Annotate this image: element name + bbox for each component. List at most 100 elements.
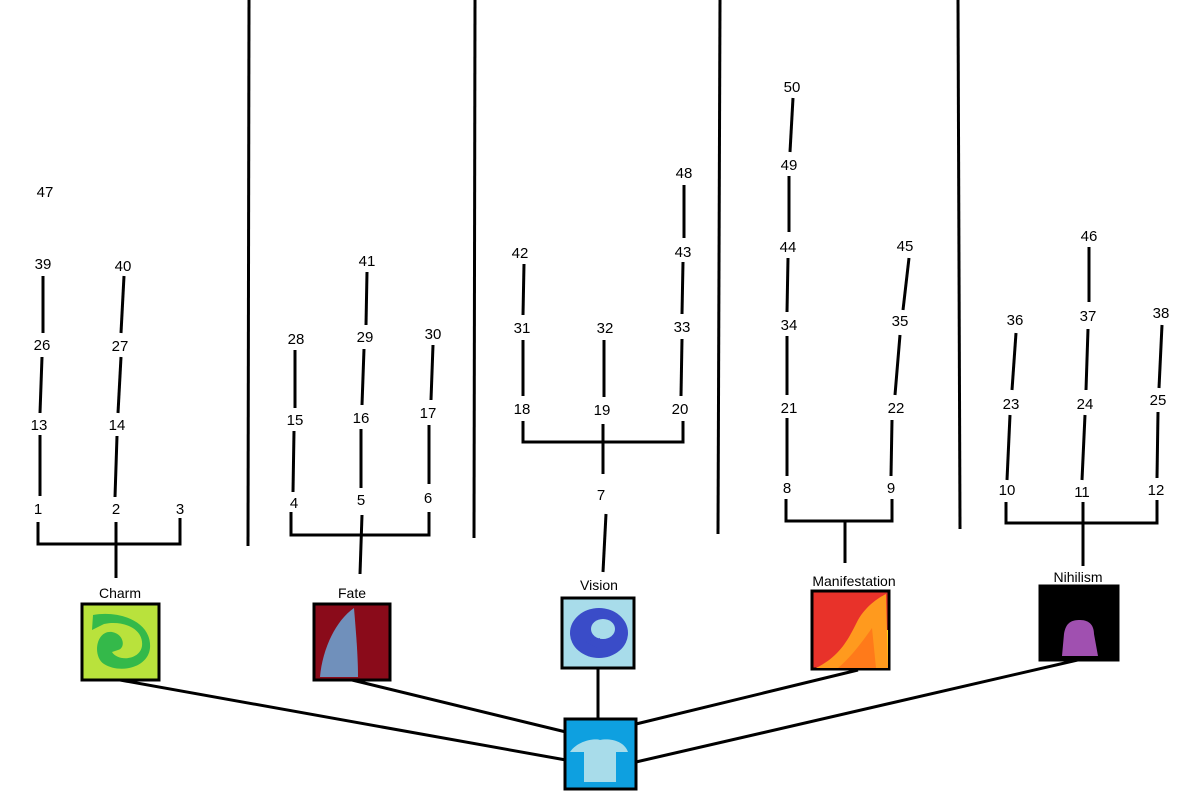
node-5[interactable]: 5 xyxy=(357,492,365,509)
segment xyxy=(429,344,435,401)
school-label-fate: Fate xyxy=(338,585,366,601)
segment xyxy=(119,275,126,334)
node-33[interactable]: 33 xyxy=(674,319,691,336)
connector-line xyxy=(635,657,1083,764)
node-20[interactable]: 20 xyxy=(672,401,689,418)
node-16[interactable]: 16 xyxy=(353,410,370,427)
segment xyxy=(1005,414,1012,481)
school-label-nihilism: Nihilism xyxy=(1054,569,1103,585)
node-49[interactable]: 49 xyxy=(781,157,798,174)
charm-icon[interactable] xyxy=(80,602,161,682)
segment xyxy=(679,338,684,397)
connector-line xyxy=(635,668,859,726)
bracket-charm xyxy=(36,518,182,546)
node-31[interactable]: 31 xyxy=(514,320,531,337)
node-50[interactable]: 50 xyxy=(784,79,801,96)
node-18[interactable]: 18 xyxy=(514,401,531,418)
column-separators xyxy=(246,0,962,547)
segment xyxy=(1080,414,1087,481)
node-8[interactable]: 8 xyxy=(783,480,791,497)
fate-icon[interactable] xyxy=(312,602,392,682)
node-15[interactable]: 15 xyxy=(287,412,304,429)
school-labels: Charm Fate Vision Manifestation Nihilism xyxy=(99,569,1103,601)
node-9[interactable]: 9 xyxy=(887,480,895,497)
school-label-charm: Charm xyxy=(99,585,141,601)
node-3[interactable]: 3 xyxy=(176,501,184,518)
school-label-manifestation: Manifestation xyxy=(812,573,895,589)
node-34[interactable]: 34 xyxy=(781,317,798,334)
stem-vision-lower xyxy=(601,513,608,573)
node-35[interactable]: 35 xyxy=(892,313,909,330)
node-28[interactable]: 28 xyxy=(288,331,305,348)
node-40[interactable]: 40 xyxy=(115,258,132,275)
connector-line xyxy=(119,678,567,762)
node-46[interactable]: 46 xyxy=(1081,228,1098,245)
node-2[interactable]: 2 xyxy=(112,501,120,518)
node-19[interactable]: 19 xyxy=(594,402,611,419)
node-22[interactable]: 22 xyxy=(888,400,905,417)
segment xyxy=(901,257,911,311)
segment xyxy=(788,97,795,153)
node-21[interactable]: 21 xyxy=(781,400,798,417)
node-11[interactable]: 11 xyxy=(1074,484,1090,501)
node-labels: 1 13 26 39 47 2 14 27 40 3 4 15 28 5 16 … xyxy=(31,79,1170,518)
node-41[interactable]: 41 xyxy=(359,253,376,270)
node-13[interactable]: 13 xyxy=(31,417,48,434)
segment xyxy=(1010,332,1018,391)
node-43[interactable]: 43 xyxy=(675,244,692,261)
branch-segments xyxy=(38,97,1164,498)
node-48[interactable]: 48 xyxy=(676,165,693,182)
node-36[interactable]: 36 xyxy=(1007,312,1024,329)
bracket-manifestation xyxy=(784,499,894,523)
node-45[interactable]: 45 xyxy=(897,238,914,255)
node-23[interactable]: 23 xyxy=(1003,396,1020,413)
segment xyxy=(364,271,369,326)
node-30[interactable]: 30 xyxy=(425,326,442,343)
segment xyxy=(116,356,123,414)
node-29[interactable]: 29 xyxy=(357,329,374,346)
manifestation-icon[interactable] xyxy=(810,589,891,671)
node-27[interactable]: 27 xyxy=(112,338,129,355)
segment xyxy=(360,348,366,406)
segment xyxy=(680,261,685,315)
node-42[interactable]: 42 xyxy=(512,245,529,262)
root-connectors xyxy=(119,657,1083,764)
node-38[interactable]: 38 xyxy=(1153,305,1170,322)
node-39[interactable]: 39 xyxy=(35,256,52,273)
node-14[interactable]: 14 xyxy=(109,417,126,434)
connector-line xyxy=(351,678,567,734)
separator-line xyxy=(472,0,477,539)
vision-icon[interactable] xyxy=(560,596,636,670)
separator-line xyxy=(246,0,251,547)
node-24[interactable]: 24 xyxy=(1077,396,1094,413)
separator-line xyxy=(716,0,722,535)
school-label-vision: Vision xyxy=(580,577,618,593)
segment xyxy=(38,356,44,414)
node-6[interactable]: 6 xyxy=(424,490,432,507)
nihilism-icon[interactable] xyxy=(1038,584,1120,662)
node-47[interactable]: 47 xyxy=(37,184,54,201)
node-10[interactable]: 10 xyxy=(999,482,1016,499)
segment xyxy=(889,419,894,477)
node-44[interactable]: 44 xyxy=(780,239,797,256)
segment xyxy=(113,435,119,498)
segment xyxy=(1157,324,1164,389)
separator-line xyxy=(956,0,962,530)
segment xyxy=(1155,411,1160,479)
node-12[interactable]: 12 xyxy=(1148,482,1165,499)
segment xyxy=(291,430,296,493)
node-32[interactable]: 32 xyxy=(597,320,614,337)
school-brackets xyxy=(36,421,1159,578)
node-1[interactable]: 1 xyxy=(34,501,42,518)
segment xyxy=(785,257,790,313)
node-37[interactable]: 37 xyxy=(1080,308,1097,325)
node-7[interactable]: 7 xyxy=(597,487,605,504)
node-17[interactable]: 17 xyxy=(420,405,437,422)
stem-fate xyxy=(358,514,364,575)
segment xyxy=(521,263,526,316)
node-4[interactable]: 4 xyxy=(290,495,298,512)
node-25[interactable]: 25 xyxy=(1150,392,1167,409)
segment xyxy=(1084,328,1090,391)
root-icon[interactable] xyxy=(563,717,638,791)
node-26[interactable]: 26 xyxy=(34,337,51,354)
